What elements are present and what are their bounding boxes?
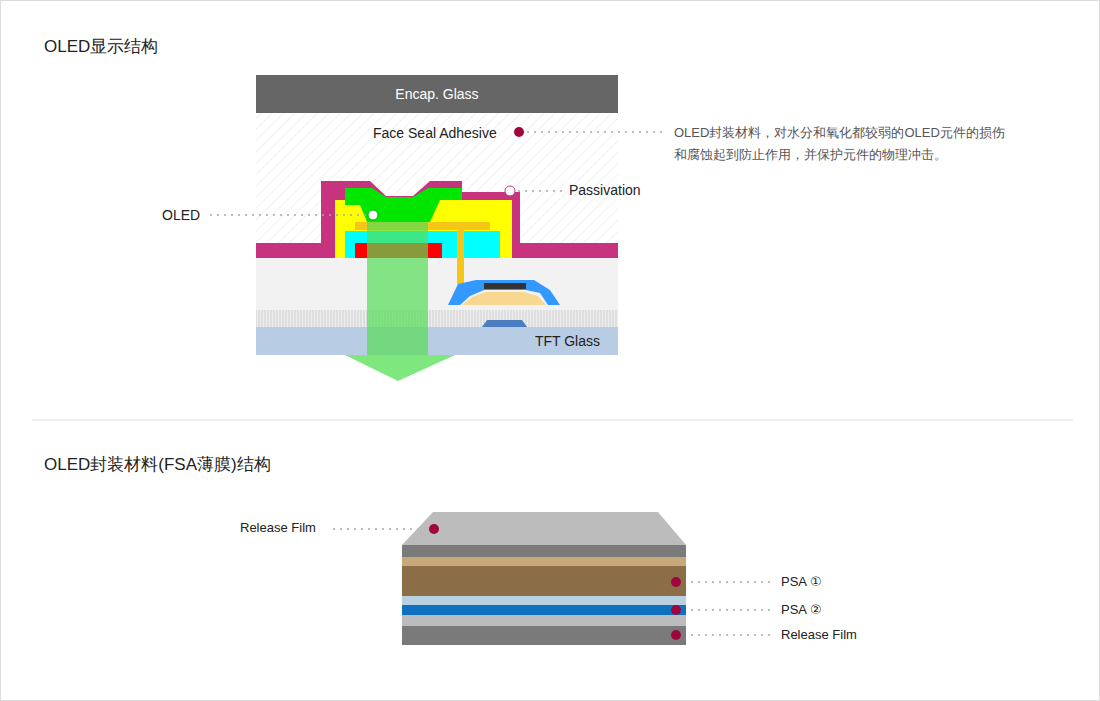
section-title: OLED显示结构 <box>44 36 158 58</box>
leader-line <box>518 190 562 192</box>
leader-line <box>684 609 773 611</box>
tft-glass-band: TFT Glass <box>256 327 618 355</box>
part-label: PSA ① <box>781 573 822 591</box>
tft-layer <box>256 258 618 310</box>
callout-dot <box>368 210 378 220</box>
passivation-layer <box>256 181 618 258</box>
band-label: Encap. Glass <box>395 86 478 102</box>
light-beam <box>367 222 428 355</box>
section-title: OLED封装材料(FSA薄膜)结构 <box>44 454 271 476</box>
part-label: Face Seal Adhesive <box>373 124 497 142</box>
tft-gate <box>482 320 527 327</box>
band-label: TFT Glass <box>535 333 600 349</box>
oled-layer <box>345 188 462 222</box>
part-label: Passivation <box>569 181 641 199</box>
release-film-top <box>402 512 686 545</box>
encap-glass-band: Encap. Glass <box>256 75 618 113</box>
tft-semiconductor <box>462 292 546 305</box>
tft-source-drain <box>448 280 560 305</box>
color-filter <box>355 243 442 258</box>
callout-dot <box>429 524 439 534</box>
release-film-bottom-top <box>402 615 686 626</box>
callout-dot <box>671 630 681 640</box>
via <box>457 222 464 284</box>
part-label: PSA ② <box>781 601 822 619</box>
leader-line <box>684 634 773 636</box>
part-label: Release Film <box>240 519 316 537</box>
part-label: Release Film <box>781 626 857 644</box>
release-film-top-edge <box>402 545 686 557</box>
part-label: OLED <box>162 206 200 224</box>
buffer-layer <box>256 310 618 327</box>
leader-line <box>684 581 773 583</box>
psa-1-top <box>402 557 686 566</box>
callout-dot <box>505 186 515 196</box>
light-arrow <box>345 355 455 381</box>
description-note: OLED封装材料，对水分和氧化都较弱的OLED元件的损伤和腐蚀起到防止作用，并保… <box>674 122 1010 166</box>
leader-line <box>527 131 662 133</box>
divider <box>32 420 1073 421</box>
release-film-bottom <box>402 626 686 645</box>
tft-channel <box>484 283 526 289</box>
callout-dot <box>514 127 524 137</box>
planar-layer <box>345 231 500 258</box>
callout-dot <box>671 605 681 615</box>
leader-line <box>333 528 427 530</box>
leader-line <box>210 214 366 216</box>
callout-dot <box>671 577 681 587</box>
psa-2-top <box>402 596 686 605</box>
psa-1 <box>402 566 686 596</box>
electrode <box>355 222 490 230</box>
face-seal-area <box>256 113 618 260</box>
psa-2 <box>402 605 686 615</box>
